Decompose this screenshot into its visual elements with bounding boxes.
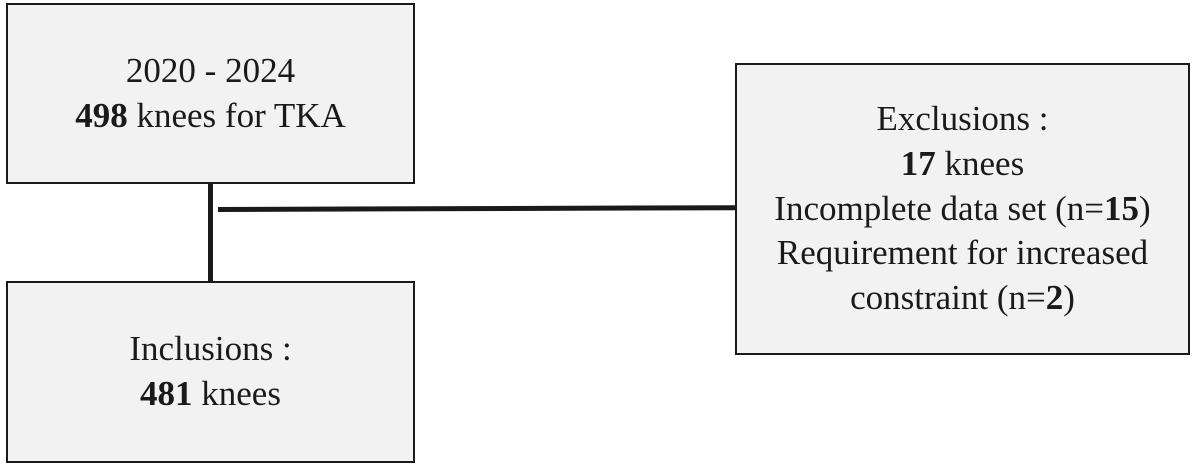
reason-2-prefix: constraint (n=	[850, 278, 1046, 318]
start-count: 498	[75, 95, 128, 135]
exclusion-box: Exclusions : 17 knees Incomplete data se…	[735, 63, 1190, 355]
exclusion-reason-constraint-line1: Requirement for increased	[776, 233, 1149, 273]
vertical-connector	[208, 184, 213, 281]
inclusion-count-suffix: knees	[192, 374, 281, 413]
inclusion-count-line: 481 knees	[140, 372, 281, 417]
start-count-line: 498 knees for TKA	[75, 94, 346, 139]
exclusion-count: 17	[900, 143, 936, 183]
reason-1-suffix: )	[1139, 188, 1151, 228]
exclusion-count-suffix: knees	[935, 143, 1025, 183]
reason-1-prefix: Incomplete data set (n=	[774, 188, 1105, 228]
reason-2-suffix: )	[1063, 278, 1075, 318]
inclusion-box: Inclusions : 481 knees	[6, 281, 415, 463]
reason-2-count: 2	[1045, 278, 1064, 318]
horizontal-connector	[217, 205, 736, 212]
start-count-suffix: knees for TKA	[127, 95, 346, 135]
exclusion-reason-constraint-line2: constraint (n=2)	[850, 276, 1075, 321]
start-box: 2020 - 2024 498 knees for TKA	[6, 3, 415, 184]
exclusion-label: Exclusions :	[876, 99, 1049, 138]
exclusion-reason-incomplete: Incomplete data set (n=15)	[774, 187, 1150, 232]
exclusion-count-line: 17 knees	[901, 142, 1024, 187]
inclusion-count: 481	[140, 374, 193, 413]
reason-1-count: 15	[1104, 188, 1140, 228]
inclusion-label: Inclusions :	[129, 329, 292, 369]
start-years: 2020 - 2024	[125, 50, 296, 90]
